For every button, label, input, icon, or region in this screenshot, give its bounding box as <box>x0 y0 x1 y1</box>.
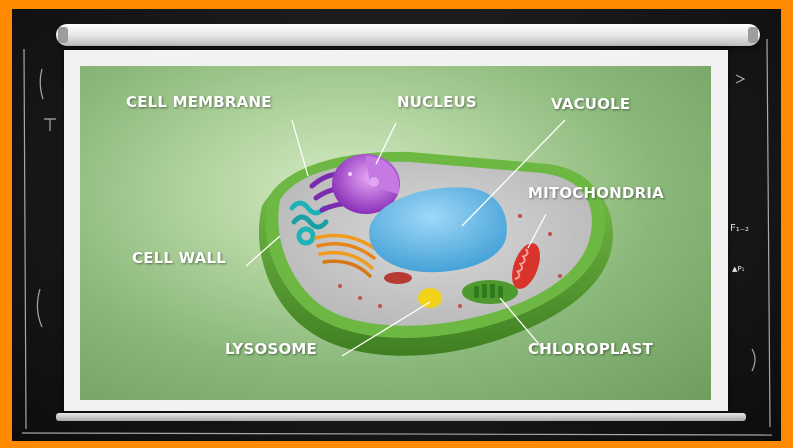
label-cell-membrane: CELL MEMBRANE <box>126 93 272 111</box>
chalk-formula: F₁₋₂ <box>730 223 749 234</box>
lysosome <box>418 288 442 308</box>
label-cell-wall: CELL WALL <box>132 249 226 267</box>
chloroplast <box>462 280 518 304</box>
label-nucleus: NUCLEUS <box>397 93 477 111</box>
screen-bottom-bar <box>56 413 746 421</box>
chalk-note: ▲P₁ <box>732 265 745 273</box>
mitochondria-small <box>384 272 412 284</box>
projector-screen-roller <box>56 24 760 46</box>
label-vacuole: VACUOLE <box>551 95 630 113</box>
label-lysosome: LYSOSOME <box>225 340 317 358</box>
label-mitochondria: MITOCHONDRIA <box>528 184 664 202</box>
chalkboard-frame: F₁₋₂ ▲P₁ <box>12 9 781 441</box>
label-chloroplast: CHLOROPLAST <box>528 340 653 358</box>
